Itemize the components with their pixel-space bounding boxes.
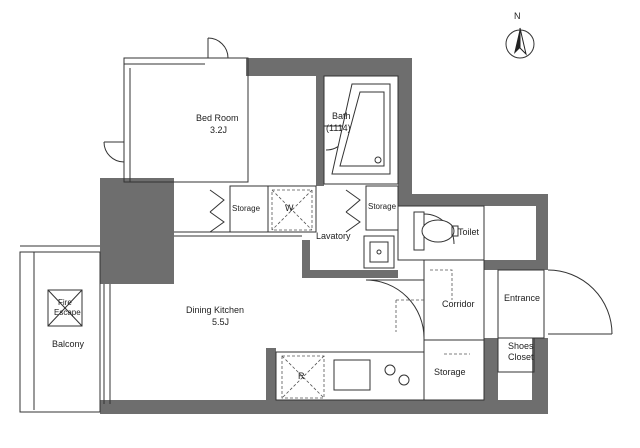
shoes-closet-line2: Closet bbox=[508, 352, 534, 362]
entrance-label: Entrance bbox=[504, 293, 541, 303]
bath-name: Bath bbox=[332, 111, 351, 121]
toilet-label: Toilet bbox=[458, 227, 480, 237]
storage-entrance-label: Storage bbox=[434, 367, 466, 377]
lavatory-label: Lavatory bbox=[316, 231, 351, 241]
closet-doors bbox=[209, 189, 361, 233]
shoes-closet-line1: Shoes bbox=[508, 341, 534, 351]
compass-letter: N bbox=[514, 11, 521, 21]
kitchen-counter bbox=[275, 351, 425, 401]
washer-label: W bbox=[285, 203, 294, 213]
bedroom-name: Bed Room bbox=[196, 113, 239, 123]
bedroom-size: 3.2J bbox=[210, 125, 228, 135]
fridge-label: R bbox=[298, 371, 305, 381]
corridor-label: Corridor bbox=[442, 299, 475, 309]
toilet bbox=[413, 211, 459, 251]
compass-icon bbox=[505, 27, 535, 59]
sink bbox=[363, 235, 395, 269]
partitions bbox=[19, 57, 545, 413]
storage-bedroom-label: Storage bbox=[232, 204, 261, 213]
dining-name: Dining Kitchen bbox=[186, 305, 245, 315]
bath-size: (1114) bbox=[326, 123, 351, 133]
balcony-label: Balcony bbox=[52, 339, 85, 349]
storage-lavatory-label: Storage bbox=[368, 202, 397, 211]
fire-escape-line2: Escape bbox=[54, 308, 81, 317]
washer-space bbox=[271, 189, 313, 231]
bathtub bbox=[331, 83, 391, 175]
fire-escape-line1: Fire bbox=[58, 298, 72, 307]
fire-escape-hatch bbox=[47, 289, 83, 327]
dining-size: 5.5J bbox=[212, 317, 230, 327]
walls bbox=[100, 58, 548, 414]
